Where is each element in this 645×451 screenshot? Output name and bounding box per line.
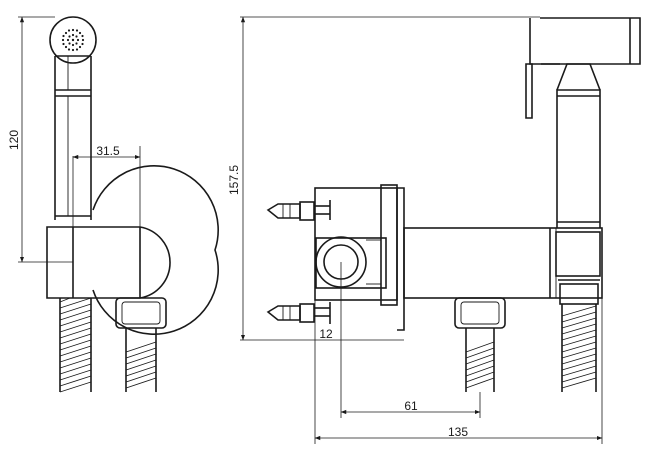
spray-handle <box>54 56 92 220</box>
wall-flange <box>92 165 219 335</box>
valve-body <box>403 227 603 305</box>
left-hose <box>59 297 92 393</box>
dim-61-label: 61 <box>404 399 418 413</box>
anchor-screw-top <box>266 200 331 221</box>
dim-120-label: 120 <box>7 130 21 150</box>
dim-135: 135 <box>314 298 603 444</box>
dim-135-label: 135 <box>448 425 468 439</box>
dim-12-label: 12 <box>319 327 333 341</box>
front-view: 120 31.5 <box>7 16 219 393</box>
side-spray-handle <box>525 17 641 228</box>
round-connector <box>315 236 387 289</box>
spray-nozzle-holes <box>61 28 85 52</box>
side-hose-center <box>465 341 495 392</box>
anchor-screw-bottom <box>266 302 331 324</box>
dim-157-5: 157.5 <box>227 16 540 341</box>
center-hose <box>125 341 157 392</box>
dim-61: 61 <box>340 262 481 418</box>
mounting-bracket <box>380 184 398 306</box>
holder-block <box>46 226 171 299</box>
dim-157-5-label: 157.5 <box>227 165 241 195</box>
dim-31-5-label: 31.5 <box>96 144 120 158</box>
side-hose-right <box>561 304 597 392</box>
spray-head <box>49 16 97 64</box>
dim-120: 120 <box>7 16 73 263</box>
dim-31-5: 31.5 <box>72 144 141 262</box>
center-nut <box>115 297 167 342</box>
dim-12: 12 <box>319 327 333 341</box>
side-nut <box>454 297 506 342</box>
side-view: 157.5 12 61 135 <box>227 16 641 444</box>
